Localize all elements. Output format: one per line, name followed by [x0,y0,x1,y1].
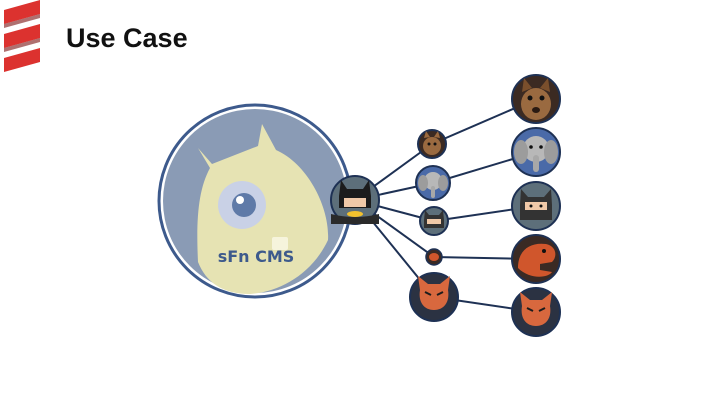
elephant-avatar-icon [415,165,451,201]
batman-avatar-icon [330,175,380,225]
hub-label: sFn CMS [218,247,295,266]
angry-cat-avatar-icon [409,272,459,322]
one-eyed-monster-icon [197,124,329,294]
slide-title: Use Case [66,23,188,53]
elephant-avatar-icon [511,127,561,177]
angry-cat-avatar-icon [511,287,561,337]
wolf-avatar-icon [417,129,447,159]
ninja-cat-avatar-icon [511,181,561,231]
dinosaur-avatar-icon [511,234,561,284]
cms-hub: sFn CMS [157,103,353,299]
dinosaur-avatar-icon [425,248,443,266]
scala-logo-icon [4,0,40,72]
wolf-avatar-icon [511,74,561,124]
ninja-cat-avatar-icon [419,206,449,236]
